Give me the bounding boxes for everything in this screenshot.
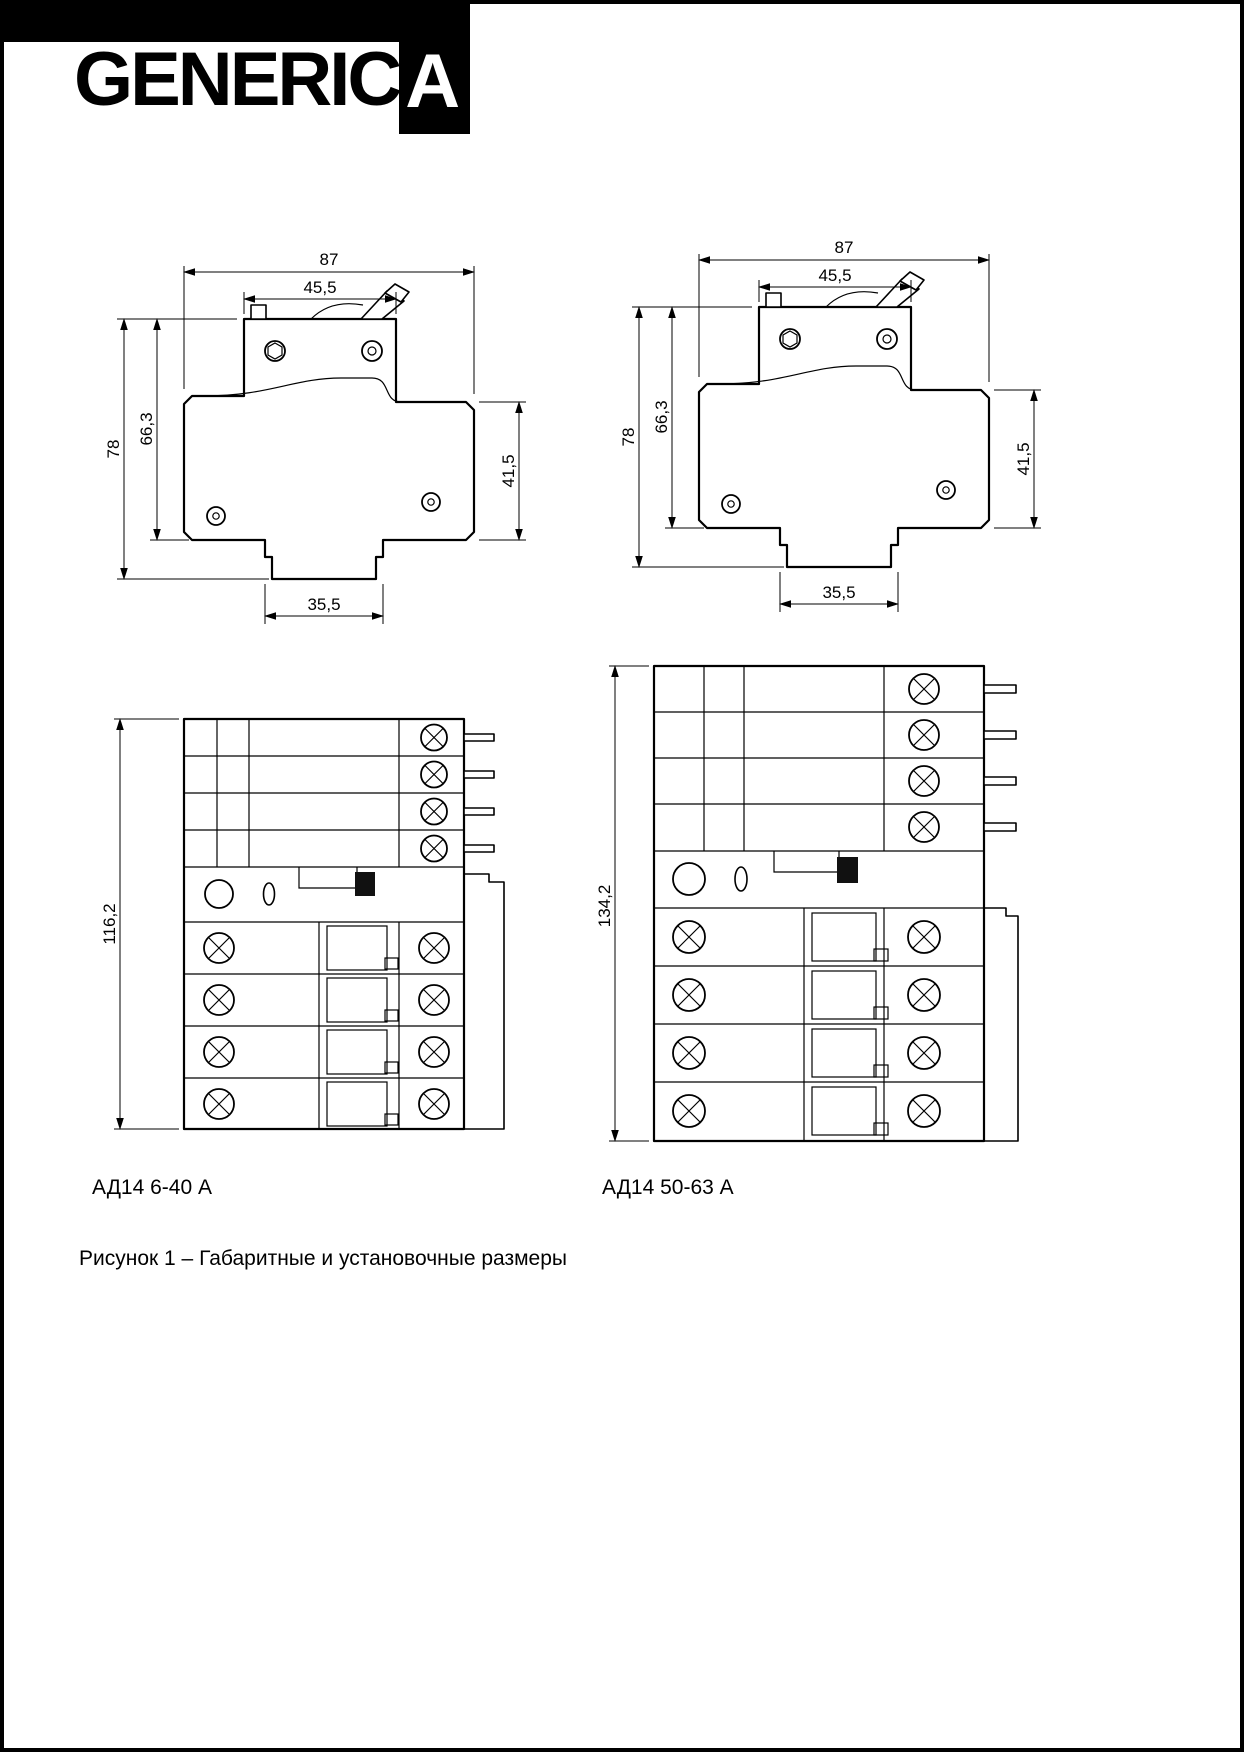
- dim-overall-height: 78: [619, 428, 638, 447]
- model-label-right: АД14 50-63 А: [602, 1176, 734, 1199]
- dim-top-width: 45,5: [303, 278, 336, 297]
- dim-tab-width: 35,5: [822, 583, 855, 602]
- switch-toggle: [837, 857, 858, 883]
- brand-logo-text: GENERIC: [74, 37, 402, 122]
- din-rail-plate: [984, 907, 1019, 1142]
- dimension-lines: [117, 266, 526, 624]
- test-button-side: [250, 304, 267, 320]
- top-terminal-screws: [908, 673, 940, 843]
- front-view-drawing-right: 134,2: [595, 664, 1019, 1143]
- din-rail-plate: [464, 873, 505, 1130]
- indicator-window: [734, 866, 748, 892]
- dim-overall-height: 78: [104, 440, 123, 459]
- front-panel-controls: [204, 867, 375, 909]
- dim-body-height: 66,3: [652, 400, 671, 433]
- top-terminal-screws: [420, 723, 448, 863]
- hex-screw: [264, 340, 286, 362]
- bottom-terminal-screws: [203, 932, 450, 1120]
- front-view-drawing-left: 116,2: [100, 717, 505, 1131]
- side-view-drawing-left: 87 45,5 78 66,3 41,5 35,5: [104, 250, 526, 624]
- test-button: [672, 862, 706, 896]
- connection-pins: [983, 684, 1017, 832]
- round-screw: [876, 328, 898, 350]
- dim-front-height-right: 134,2: [595, 885, 614, 928]
- hex-screw: [779, 328, 801, 350]
- figure-caption: Рисунок 1 – Габаритные и установочные ра…: [79, 1247, 567, 1270]
- test-button: [204, 879, 234, 909]
- breaker-front-outline: [182, 717, 505, 1131]
- breaker-side-outline: [697, 271, 991, 569]
- model-label-left: АД14 6-40 А: [92, 1176, 212, 1199]
- dim-front-height: 41,5: [499, 454, 518, 487]
- round-screw: [361, 340, 383, 362]
- front-panel-controls: [672, 851, 858, 896]
- body-rivets: [721, 480, 956, 514]
- connection-pins: [463, 733, 495, 853]
- test-button-side: [765, 292, 782, 308]
- side-view-drawing-right: 87 45,5 78 66,3 41,5 35,5: [619, 238, 1041, 612]
- dim-tab-width: 35,5: [307, 595, 340, 614]
- dim-overall-width: 87: [320, 250, 339, 269]
- dimension-lines: [632, 254, 1041, 612]
- breaker-front-outline: [652, 664, 1019, 1143]
- brand-top-bar: [4, 4, 471, 42]
- dimension-lines: [609, 665, 649, 1142]
- brand-logo-inverted-letter: A: [399, 42, 471, 134]
- breaker-side-outline: [182, 283, 476, 581]
- bottom-terminal-screws: [672, 920, 941, 1128]
- dim-body-height: 66,3: [137, 412, 156, 445]
- dim-front-height-left: 116,2: [100, 903, 119, 944]
- pole-modules: [811, 912, 889, 1136]
- dimension-lines: [114, 718, 179, 1130]
- dim-overall-width: 87: [835, 238, 854, 257]
- pole-modules: [326, 925, 399, 1127]
- dim-top-width: 45,5: [818, 266, 851, 285]
- indicator-window: [262, 882, 276, 906]
- body-rivets: [206, 492, 441, 526]
- switch-toggle: [355, 872, 375, 896]
- dim-front-height: 41,5: [1014, 442, 1033, 475]
